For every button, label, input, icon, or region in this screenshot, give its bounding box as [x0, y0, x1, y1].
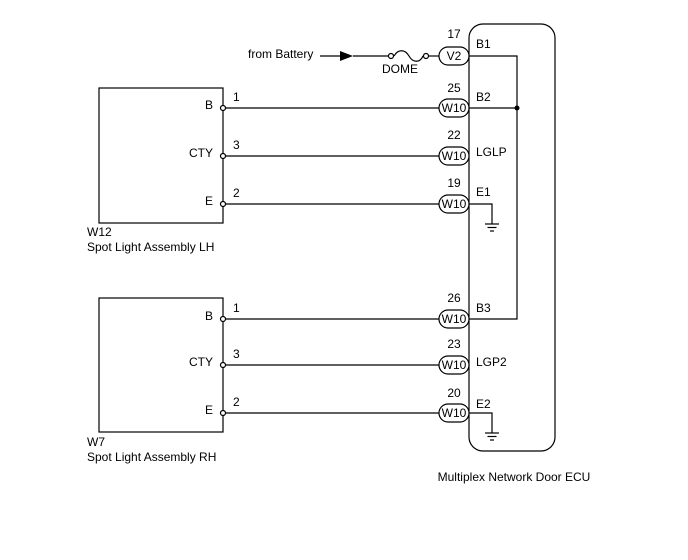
ground-icon — [469, 412, 499, 441]
connector-code-b1: V2 — [447, 49, 462, 63]
terminal-num-b3: 26 — [447, 291, 461, 305]
lh-code: W12 — [87, 225, 112, 239]
rh-pin-num-cty: 3 — [233, 347, 240, 361]
rh-pin-name-b: B — [205, 309, 213, 323]
terminal-name-b1: B1 — [476, 37, 491, 51]
connector-code-b3: W10 — [442, 312, 467, 326]
terminal-name-b3: B3 — [476, 301, 491, 315]
lh-pin-name-e: E — [205, 194, 213, 208]
fuse-label: DOME — [382, 62, 418, 76]
connector-pill-lglp — [438, 146, 470, 166]
ecu-name: Multiplex Network Door ECU — [438, 470, 591, 484]
junction-dot — [514, 105, 520, 111]
rh-pin-num-e: 2 — [233, 395, 240, 409]
ecu-body — [468, 23, 556, 452]
lh-name: Spot Light Assembly LH — [87, 240, 214, 254]
connector-pill-b1 — [438, 46, 470, 66]
rh-pin-name-e: E — [205, 403, 213, 417]
ground-icon — [469, 203, 499, 232]
connector-pill-b2 — [438, 98, 470, 118]
lh-pin-cty — [219, 152, 227, 160]
terminal-name-lglp: LGLP — [476, 145, 507, 159]
lh-pin-name-b: B — [205, 98, 213, 112]
terminal-name-e2: E2 — [476, 397, 491, 411]
rh-name: Spot Light Assembly RH — [87, 450, 216, 464]
fuse-terminal-right — [422, 52, 430, 60]
battery-arrow-icon — [340, 51, 353, 61]
terminal-name-lgp2: LGP2 — [476, 355, 507, 369]
terminal-num-e1: 19 — [447, 176, 461, 190]
rh-code: W7 — [87, 435, 105, 449]
connector-pill-b3 — [438, 309, 470, 329]
connector-code-b2: W10 — [442, 101, 467, 115]
connector-code-e1: W10 — [442, 197, 467, 211]
lh-pin-num-b: 1 — [233, 90, 240, 104]
terminal-num-b1: 17 — [447, 27, 461, 41]
connector-code-e2: W10 — [442, 406, 467, 420]
connector-code-lglp: W10 — [442, 149, 467, 163]
terminal-name-b2: B2 — [476, 90, 491, 104]
rh-pin-num-b: 1 — [233, 301, 240, 315]
rh-pin-e — [219, 409, 227, 417]
fuse-icon — [393, 50, 424, 62]
terminal-num-lglp: 22 — [447, 128, 461, 142]
connector-pill-lgp2 — [438, 355, 470, 375]
terminal-num-e2: 20 — [447, 386, 461, 400]
fuse-terminal-left — [387, 52, 395, 60]
rh-pin-cty — [219, 361, 227, 369]
terminal-num-lgp2: 23 — [447, 337, 461, 351]
terminal-num-b2: 25 — [447, 81, 461, 95]
terminal-name-e1: E1 — [476, 185, 491, 199]
lh-pin-num-cty: 3 — [233, 138, 240, 152]
lh-pin-b — [219, 104, 227, 112]
rh-pin-name-cty: CTY — [189, 355, 213, 369]
lh-pin-name-cty: CTY — [189, 146, 213, 160]
connector-code-lgp2: W10 — [442, 358, 467, 372]
ecu-internal-bus — [469, 55, 518, 320]
lh-pin-num-e: 2 — [233, 186, 240, 200]
lh-pin-e — [219, 200, 227, 208]
rh-pin-b — [219, 315, 227, 323]
battery-label: from Battery — [248, 47, 313, 61]
